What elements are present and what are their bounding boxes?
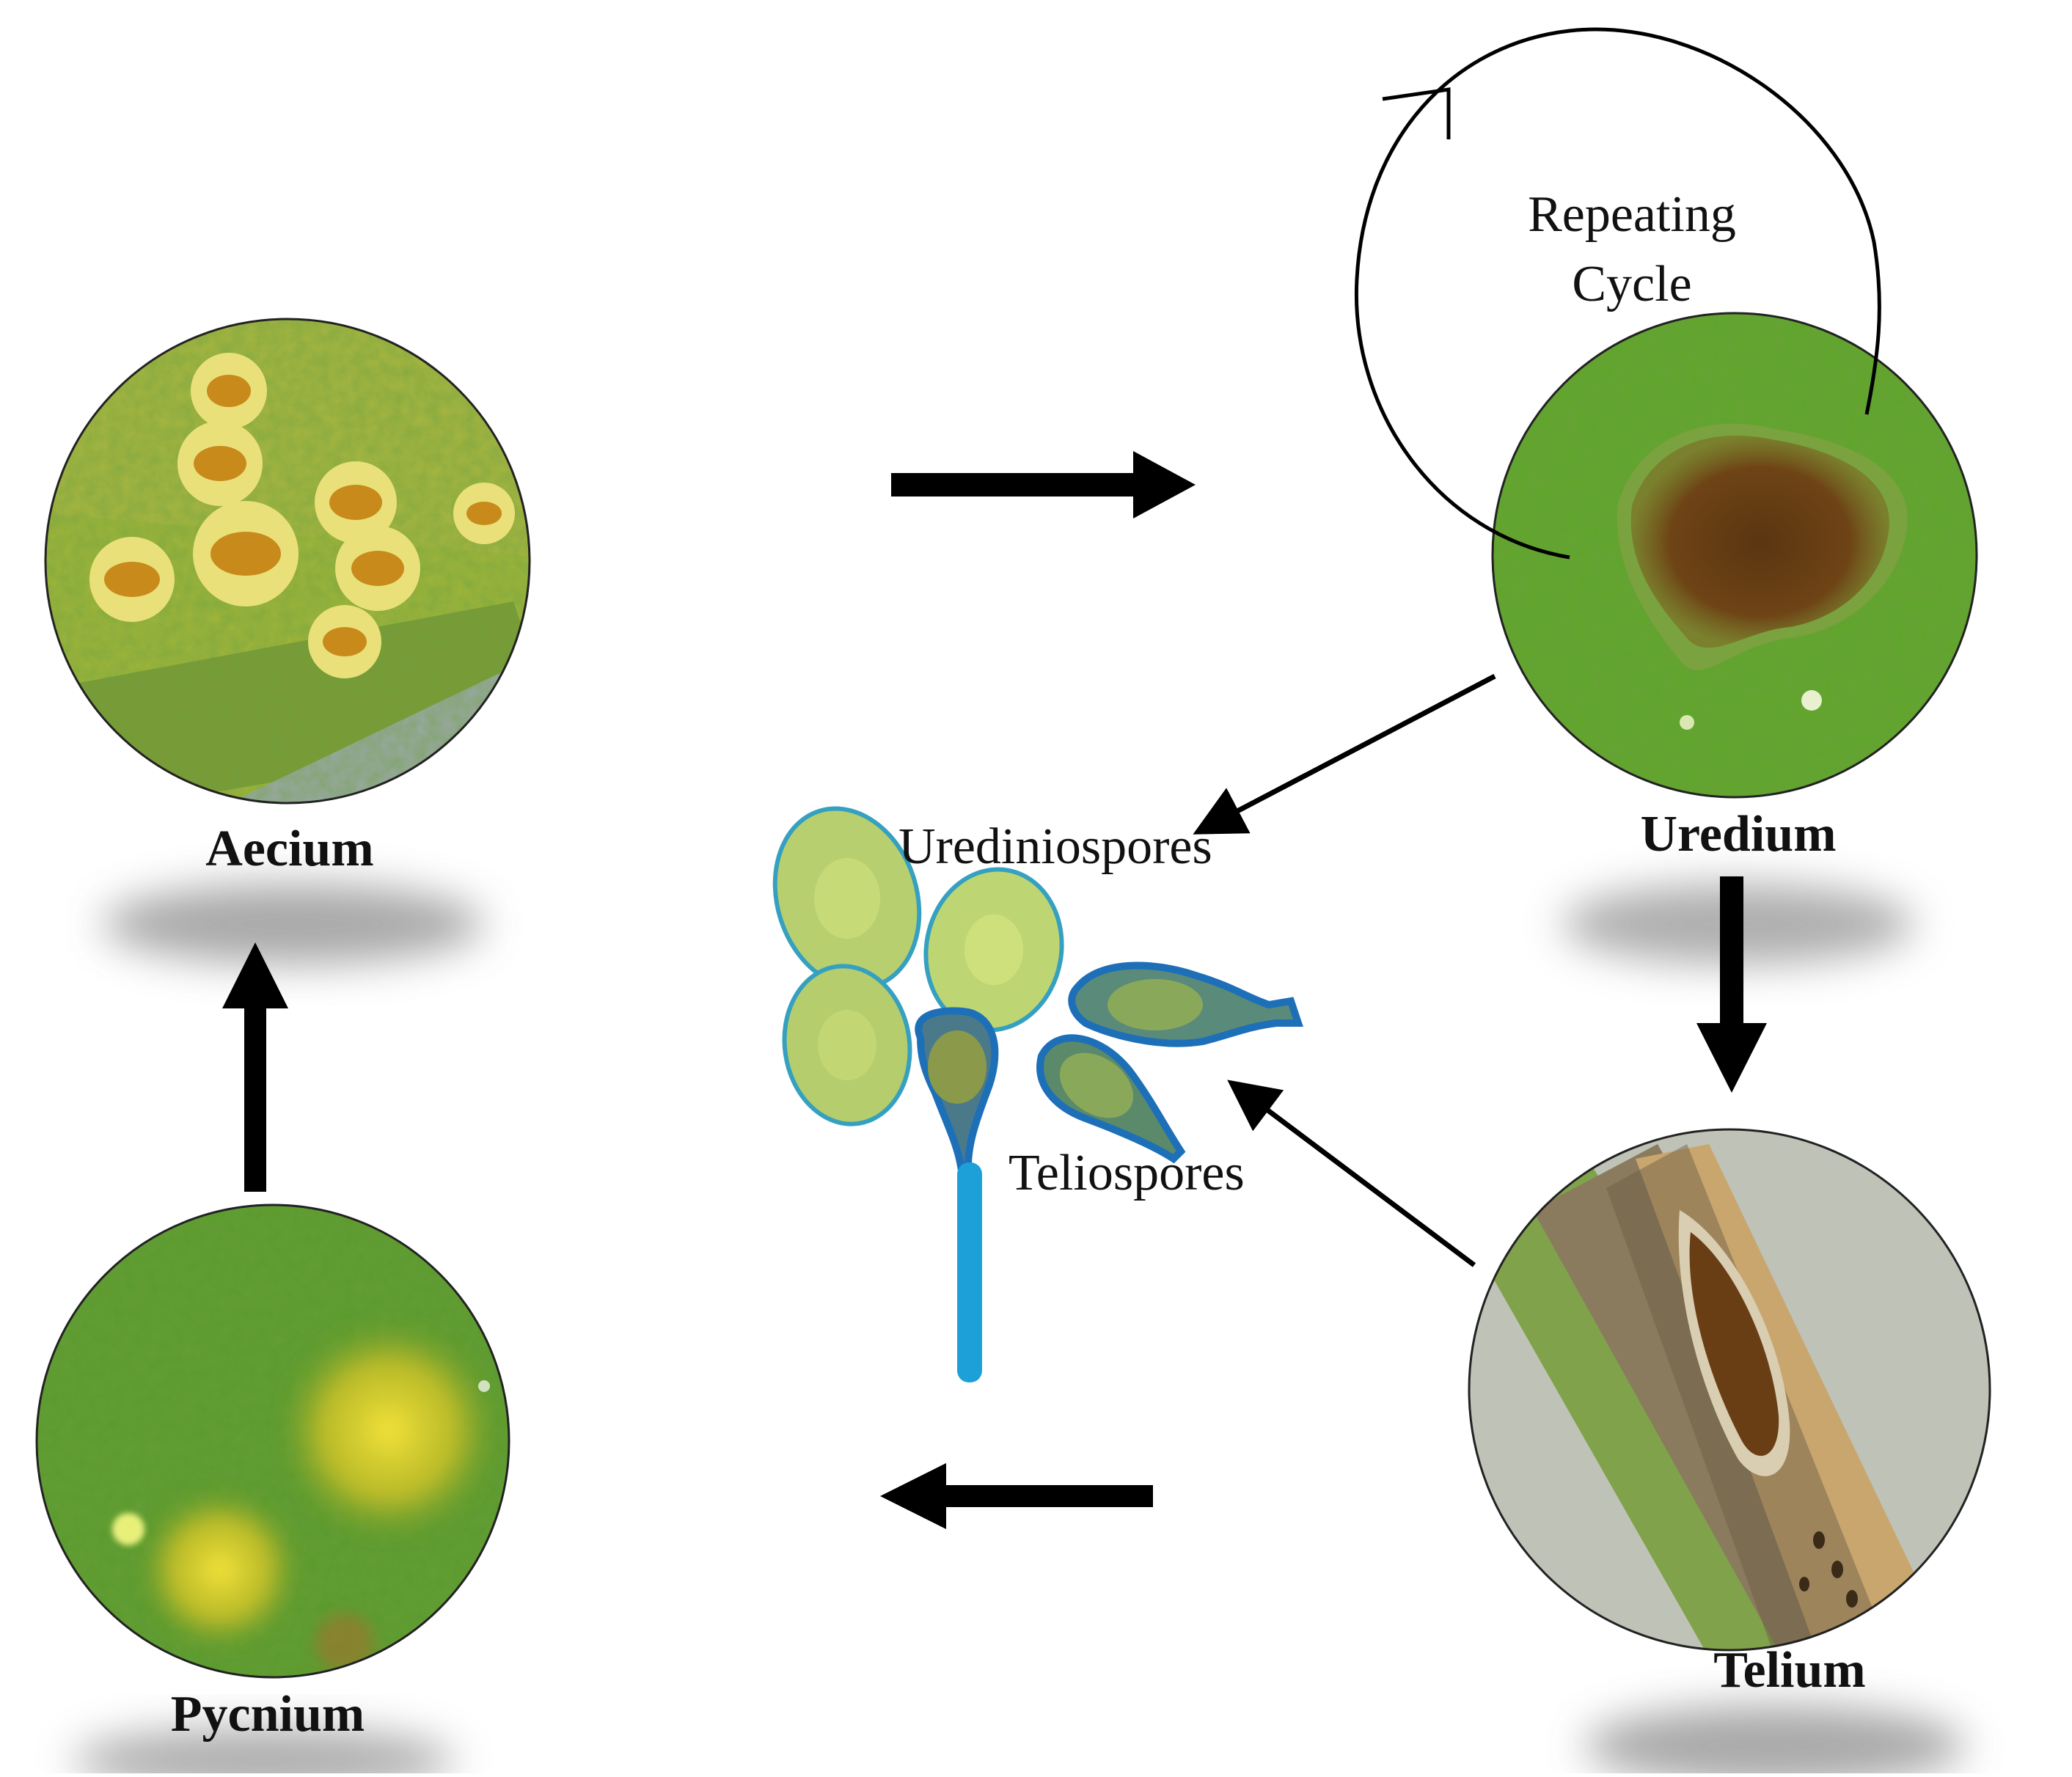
cycle-line-2: Cycle: [1572, 256, 1692, 312]
pycnium-micrograph: [37, 1205, 509, 1677]
uredium-frame: [1491, 312, 1978, 799]
main-arrows: [222, 451, 1767, 1529]
cycle-arrowhead: [1382, 87, 1451, 139]
label-repeating-cycle: Repeating Cycle: [1467, 180, 1797, 319]
telium-micrograph: [1469, 1129, 1990, 1650]
label-pycnium: Pycnium: [170, 1686, 365, 1743]
aecium-micrograph: [45, 319, 530, 803]
label-shadows: [73, 884, 1966, 1777]
arrow-telium-to-pycnium: [880, 1463, 1153, 1529]
cycle-line-1: Repeating: [1528, 186, 1736, 243]
telium-frame: [1468, 1128, 1991, 1652]
pycnium-frame: [35, 1203, 510, 1679]
spore-illustration: [772, 806, 1303, 1382]
label-aecium: Aecium: [205, 821, 374, 877]
teliospore-cells: [915, 961, 1303, 1382]
label-urediniospores: Urediniospores: [898, 818, 1212, 875]
thin-arrows: [1193, 673, 1496, 1267]
urediniospore-cells: [772, 806, 1064, 1126]
label-teliospores: Teliospores: [1008, 1145, 1245, 1201]
label-uredium: Uredium: [1640, 806, 1837, 862]
arrow-aecium-to-uredium: [891, 451, 1196, 519]
label-telium: Telium: [1713, 1642, 1866, 1699]
repeating-cycle-loop: [1354, 27, 1881, 560]
arrow-uredium-to-urediniospores: [1193, 673, 1496, 835]
uredium-micrograph: [1493, 313, 1977, 797]
arrow-uredium-to-telium: [1696, 876, 1767, 1093]
aecium-frame: [44, 318, 531, 805]
arrow-telium-to-teliospores: [1227, 1080, 1476, 1267]
arrow-pycnium-to-aecium: [222, 942, 288, 1192]
